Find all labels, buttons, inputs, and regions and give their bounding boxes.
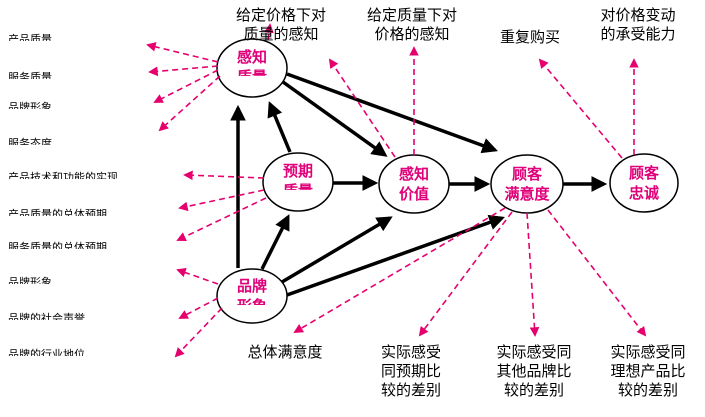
label-price-given-quality: 给定质量下对 价格的感知: [366, 6, 457, 43]
label-price-tolerance: 对价格变动 的承受能力: [600, 6, 676, 43]
left-indicator-item: 服务质量的总体预期: [8, 241, 107, 249]
left-indicator-item: 品牌形象: [8, 101, 52, 109]
label-vs-other-brands: 实际感受同 其他品牌比 较的差别: [496, 343, 572, 399]
indicator-arrow: [264, 23, 274, 41]
indicator-arrow: [526, 212, 540, 337]
left-indicator-item: 服务质量: [8, 71, 52, 79]
indicator-arrow: [153, 69, 219, 103]
indicator-arrow: [174, 307, 223, 358]
node-customer-loyalty-circle: [609, 153, 679, 213]
label-overall-satisfaction: 总体满意度: [247, 343, 323, 361]
node-brand-image-circle: [216, 268, 288, 324]
arrow-brand-to-perceived-value: [281, 216, 393, 284]
arrow-perceived-quality-to-value: [281, 80, 388, 157]
indicator-arrow: [178, 189, 265, 212]
left-indicator-item: 产品质量: [8, 33, 52, 41]
arrow-perceived-quality-to-satisfaction: [286, 72, 498, 154]
indicator-arrow: [148, 65, 219, 77]
label-repeat-purchase: 重复购买: [499, 28, 560, 46]
label-vs-expectation: 实际感受 同预期比 较的差别: [380, 343, 441, 399]
label-quality-given-price: 给定价格下对 质量的感知: [235, 6, 326, 43]
indicator-arrow: [183, 170, 265, 181]
node-customer-satisfaction: 顾客 满意度: [504, 165, 550, 203]
indicator-arrow: [293, 207, 506, 333]
indicator-arrow: [158, 75, 221, 132]
left-indicator-item: 品牌形象: [8, 276, 52, 284]
indicator-arrow: [176, 268, 219, 285]
indicator-arrow: [538, 58, 623, 159]
node-brand-image: 品牌 形象: [236, 277, 267, 305]
left-indicator-item: 产品质量的总体预期: [8, 208, 107, 216]
left-indicator-item: 品牌的社会声誉: [8, 312, 85, 320]
node-perceived-value: 感知 价值: [398, 165, 429, 203]
indicator-arrow: [547, 209, 647, 337]
left-indicator-item: 服务态度: [8, 137, 52, 145]
indicator-arrow: [418, 211, 513, 337]
arrow-expected-to-perceived-quality: [267, 101, 292, 153]
indicator-arrow: [178, 297, 219, 319]
indicator-arrow: [176, 197, 267, 242]
left-indicator-item: 产品技术和功能的实现: [8, 171, 118, 179]
label-vs-ideal: 实际感受同 理想产品比 较的差别: [610, 343, 686, 399]
node-expected-quality: 预期 质量: [282, 162, 313, 190]
arrow-brand-to-expected-quality: [260, 214, 290, 270]
indicator-arrow: [146, 42, 219, 63]
node-customer-loyalty: 顾客 忠诚: [628, 164, 659, 202]
left-indicator-item: 品牌的行业地位: [8, 348, 85, 356]
node-perceived-quality: 感知 质量: [236, 48, 267, 76]
node-perceived-quality-circle: [216, 38, 288, 98]
